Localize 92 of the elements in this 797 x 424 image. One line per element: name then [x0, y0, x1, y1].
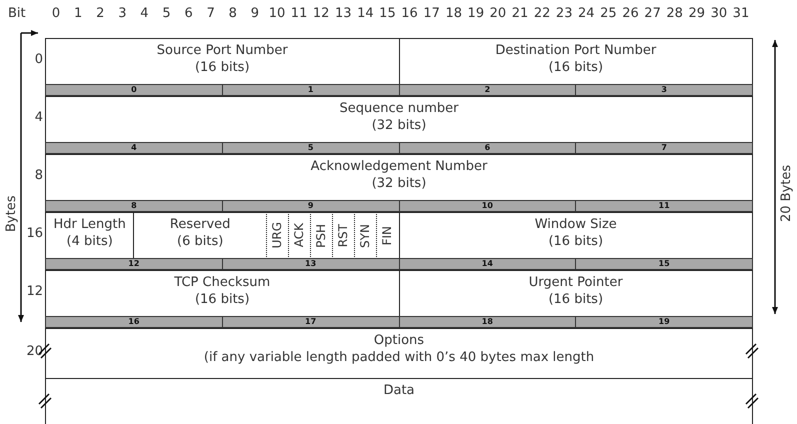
field-box [45, 378, 753, 424]
bit-number: 27 [644, 6, 661, 21]
bit-number: 10 [268, 6, 286, 21]
field-name: Data [383, 382, 415, 399]
bit-number: 6 [184, 6, 193, 21]
field-name: Options [374, 332, 424, 349]
byte-index-bar: 15 [575, 258, 753, 270]
field-size: (32 bits) [372, 175, 426, 192]
bit-number: 8 [228, 6, 237, 21]
field-box [45, 270, 400, 317]
axis-title: Bytes [4, 196, 19, 232]
byte-index-bar: 16 [45, 316, 223, 328]
bit-number: 4 [140, 6, 149, 21]
axis-title: 20 Bytes [779, 164, 794, 222]
field-name: FIN [379, 226, 396, 246]
byte-index-bar: 13 [222, 258, 400, 270]
field-size: (16 bits) [194, 291, 250, 308]
bit-number: 30 [710, 6, 728, 21]
field-box [45, 96, 753, 143]
byte-index-bar: 6 [398, 142, 576, 154]
field-name: Source Port Number [156, 42, 288, 59]
byte-index-bar: 10 [398, 200, 576, 212]
bit-number: 11 [290, 6, 308, 21]
field-box [45, 212, 134, 259]
field-box [45, 328, 753, 379]
bit-number: 21 [512, 6, 528, 21]
field-name: Destination Port Number [495, 42, 656, 59]
bit-number: 7 [206, 6, 215, 21]
field-size: (16 bits) [548, 233, 604, 250]
field-name: Window Size [534, 216, 617, 233]
bit-number: 17 [423, 6, 440, 21]
field-box [398, 212, 753, 259]
byte-index-bar: 14 [398, 258, 576, 270]
byte-index-bar: 0 [45, 84, 223, 96]
field-size: (16 bits) [548, 59, 604, 76]
bit-number: 28 [666, 6, 683, 21]
bit-number: 16 [401, 6, 418, 21]
field-size: (6 bits) [177, 233, 224, 250]
bit-number: 14 [357, 6, 374, 21]
byte-index-bar: 2 [398, 84, 576, 96]
bit-number: 24 [578, 6, 595, 21]
byte-index-bar: 8 [45, 200, 223, 212]
bit-number: 25 [600, 6, 617, 21]
byte-index-bar: 19 [575, 316, 753, 328]
bit-number: 13 [335, 6, 352, 21]
bit-number: 5 [162, 6, 171, 21]
field-name: ACK [291, 223, 308, 248]
bit-number: 1 [74, 6, 82, 21]
field-size: (if any variable length padded with 0’s 40 bytes max length [204, 349, 594, 366]
field-name: SYN [357, 224, 374, 248]
byte-index-bar: 9 [222, 200, 400, 212]
bit-number: 2 [96, 6, 104, 21]
field-box [398, 270, 753, 317]
byte-index-bar: 5 [222, 142, 400, 154]
field-name: Urgent Pointer [528, 274, 623, 291]
field-size: (4 bits) [66, 233, 113, 250]
byte-index-bar: 3 [575, 84, 753, 96]
byte-index-bar: 7 [575, 142, 753, 154]
bit-number: 12 [312, 6, 330, 21]
field-name: RST [335, 224, 352, 248]
field-size: (32 bits) [372, 117, 426, 134]
bit-number: 9 [250, 6, 260, 21]
bit-number: 18 [445, 6, 462, 21]
field-box [398, 38, 753, 85]
bit-number: 29 [688, 6, 706, 21]
bit-number: 15 [379, 6, 396, 21]
field-name: Sequence number [340, 100, 458, 117]
bit-number: 19 [468, 6, 484, 21]
field-box [45, 154, 753, 201]
field-name: Reserved [170, 216, 230, 233]
field-size: (16 bits) [194, 59, 250, 76]
byte-index-bar: 11 [575, 200, 753, 212]
field-name: PSH [313, 224, 330, 248]
bit-number: 22 [534, 6, 550, 21]
byte-index-bar: 17 [222, 316, 400, 328]
field-name: URG [268, 222, 285, 249]
byte-index-bar: 12 [45, 258, 223, 270]
bit-number: 20 [490, 6, 506, 21]
bit-number: 31 [732, 6, 750, 21]
byte-index-bar: 18 [398, 316, 576, 328]
byte-index-bar: 4 [45, 142, 223, 154]
field-name: Hdr Length [54, 216, 126, 233]
field-name: TCP Checksum [174, 274, 270, 291]
field-box [45, 38, 400, 85]
bit-number: 26 [622, 6, 639, 21]
byte-index-bar: 1 [222, 84, 400, 96]
bit-number: 0 [52, 6, 60, 21]
bit-number: 23 [556, 6, 572, 21]
bit-number: 3 [118, 6, 126, 21]
field-size: (16 bits) [548, 291, 604, 308]
axis-title: Bit [8, 6, 26, 21]
field-name: Acknowledgement Number [310, 158, 488, 175]
